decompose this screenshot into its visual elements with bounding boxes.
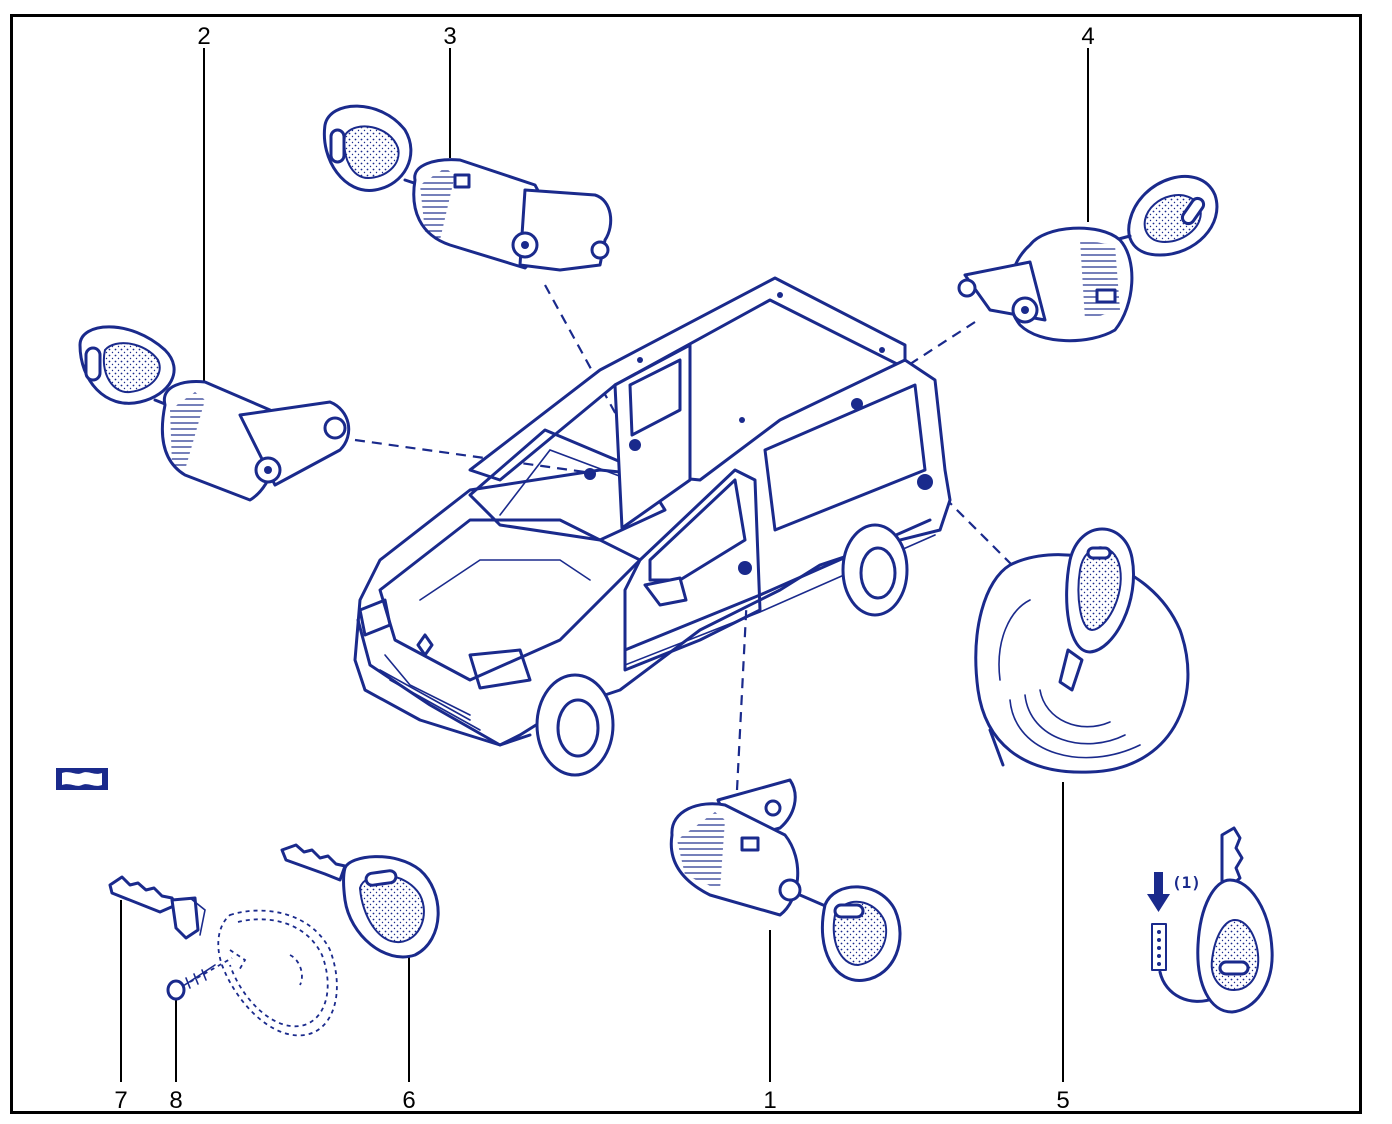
locator-3	[544, 284, 631, 441]
key-housing-ghost	[217, 909, 338, 1037]
callout-6: 6	[402, 1087, 415, 1114]
callout-numbers: 2 3 4 1 5 6 7 8	[114, 23, 1094, 1114]
fuel-cap-rings	[998, 599, 1141, 759]
key-blade-6	[280, 843, 440, 959]
callout-8: 8	[169, 1087, 182, 1114]
callout-2: 2	[197, 23, 210, 50]
lock-cylinder-3	[322, 104, 613, 272]
van-icon	[353, 276, 952, 777]
programming-key-diagram: (1)	[1147, 826, 1274, 1014]
programming-note: (1)	[1172, 873, 1201, 892]
screw-8	[166, 957, 233, 1001]
lock-cylinder-4	[957, 175, 1219, 343]
callout-7: 7	[114, 1087, 127, 1114]
transponder-reader-icon	[1151, 923, 1167, 971]
key-icon	[1196, 826, 1274, 1014]
key-set-badge-icon	[56, 768, 108, 790]
lock-cylinder-2	[78, 325, 351, 502]
fuel-cap-5	[974, 527, 1190, 774]
programming-cable	[1158, 970, 1217, 1003]
key-blade-7	[108, 875, 206, 940]
callout-1: 1	[763, 1087, 776, 1114]
arrow-down-icon	[1147, 872, 1170, 912]
locator-2	[354, 438, 586, 474]
callout-3: 3	[443, 23, 456, 50]
callout-5: 5	[1056, 1087, 1069, 1114]
lock-cylinder-1	[669, 778, 902, 982]
callout-4: 4	[1081, 23, 1094, 50]
leader-lines	[120, 48, 1089, 1082]
locator-1	[735, 574, 750, 791]
